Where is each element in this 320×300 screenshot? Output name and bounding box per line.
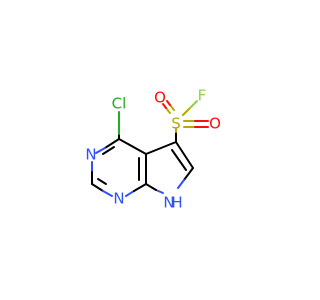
bond-c2-n1-b	[102, 190, 113, 197]
atom-nitrogen-3: N	[85, 146, 96, 164]
atom-fluorine: F	[198, 87, 207, 105]
bond-n1-c7a-b	[133, 183, 147, 192]
bond-n7-c7a-b	[145, 183, 157, 191]
bond-s-o1-d	[166, 100, 171, 106]
bond-c4a-c4	[118, 138, 147, 155]
bond-c6-n7-b	[177, 179, 185, 189]
bond-c6-n7-a	[183, 167, 194, 181]
bond-c4-n3-c	[102, 146, 115, 155]
atom-sulfur: S	[171, 115, 181, 133]
bond-c2-n1-c	[97, 178, 107, 185]
bond-n1-c7a-a	[125, 190, 135, 197]
atom-nitrogen-1: N	[113, 190, 124, 208]
atom-chlorine: Cl	[112, 95, 127, 113]
bond-c5-c6	[175, 141, 194, 169]
bond-c2-n1-a	[91, 183, 104, 192]
bond-s-o1-a	[165, 107, 171, 114]
atoms: Cl N N H N S O O F	[85, 87, 221, 212]
bond-s-f-b	[189, 100, 198, 109]
bond-s-o1-c	[169, 104, 175, 111]
atom-oxygen-2: O	[209, 115, 221, 133]
bond-c4-n3-b	[95, 147, 106, 154]
atom-nh-nitrogen: N	[163, 194, 174, 212]
bond-n7-c7a-a	[155, 189, 164, 194]
atom-nh-hydrogen: H	[171, 194, 182, 212]
atom-oxygen-1: O	[154, 89, 166, 107]
bond-s-f-a	[182, 107, 191, 116]
bonds	[91, 100, 209, 197]
bond-c5-c6-inner	[171, 149, 187, 171]
bond-c4a-c5	[145, 141, 177, 155]
bond-c4-n3-a	[104, 138, 120, 149]
bond-s-o1-b	[162, 103, 167, 109]
molecule-diagram: Cl N N H N S O O F	[85, 87, 221, 212]
